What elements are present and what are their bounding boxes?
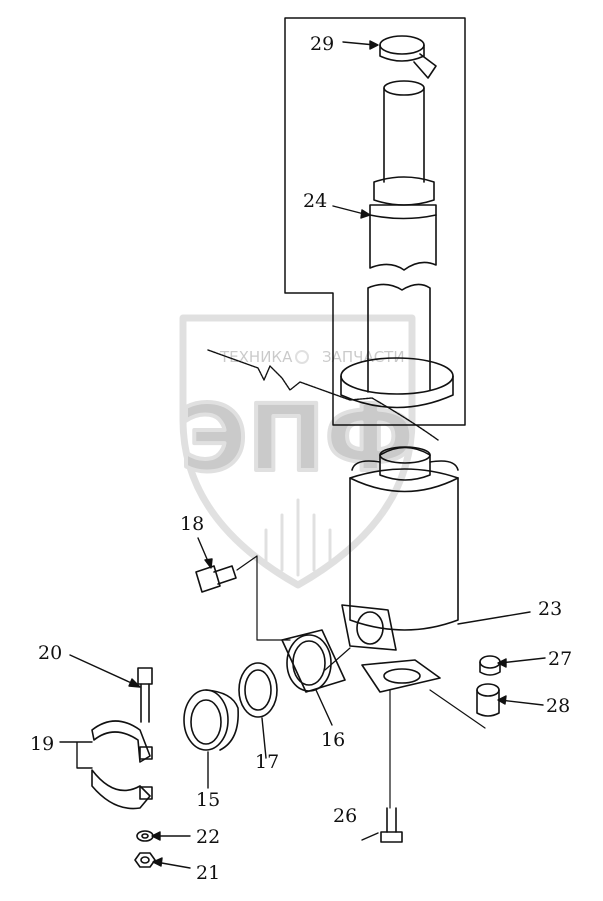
muffler-23	[341, 446, 459, 693]
callout-27: 27	[548, 648, 572, 670]
clamp-19	[91, 720, 153, 810]
leader-lines	[59, 40, 546, 869]
callout-22: 22	[196, 826, 220, 848]
assembly-lines	[236, 555, 486, 809]
callout-29: 29	[310, 33, 334, 55]
bolt-20	[137, 667, 153, 723]
bolt-26	[380, 807, 403, 843]
pipe-24	[340, 80, 454, 409]
watermark-logo-text: ЭПФ	[180, 385, 416, 492]
gear-icon	[295, 350, 309, 364]
group-outline	[284, 17, 466, 426]
callout-26: 26	[333, 805, 357, 827]
break-line	[207, 349, 439, 441]
callout-17: 17	[255, 751, 279, 773]
watermark-top-text: ТЕХНИКА	[219, 348, 293, 366]
bolt-18	[195, 565, 237, 593]
gasket-17	[238, 662, 278, 718]
wheat-icon	[264, 498, 332, 577]
watermark-top-text-right: ЗАПЧАСТИ	[322, 348, 405, 366]
callout-labels: 29 24 18 23 20 27 28 19 16 17 15 22 26 2…	[30, 33, 572, 884]
callout-28: 28	[546, 695, 570, 717]
callout-18: 18	[180, 513, 204, 535]
callout-19: 19	[30, 733, 54, 755]
tube-15	[183, 689, 239, 751]
cap-29	[379, 35, 437, 79]
callout-20: 20	[38, 642, 62, 664]
collar-28	[476, 683, 500, 717]
flange-16	[281, 629, 346, 693]
callout-24: 24	[303, 190, 327, 212]
nut-27	[479, 655, 501, 676]
watermark: ТЕХНИКА ЗАПЧАСТИ ЭПФ	[178, 314, 418, 589]
callout-15: 15	[196, 789, 220, 811]
washer-22	[136, 830, 154, 842]
callout-23: 23	[538, 598, 562, 620]
callout-21: 21	[196, 862, 220, 884]
nut-21	[134, 852, 156, 868]
callout-16: 16	[321, 729, 345, 751]
